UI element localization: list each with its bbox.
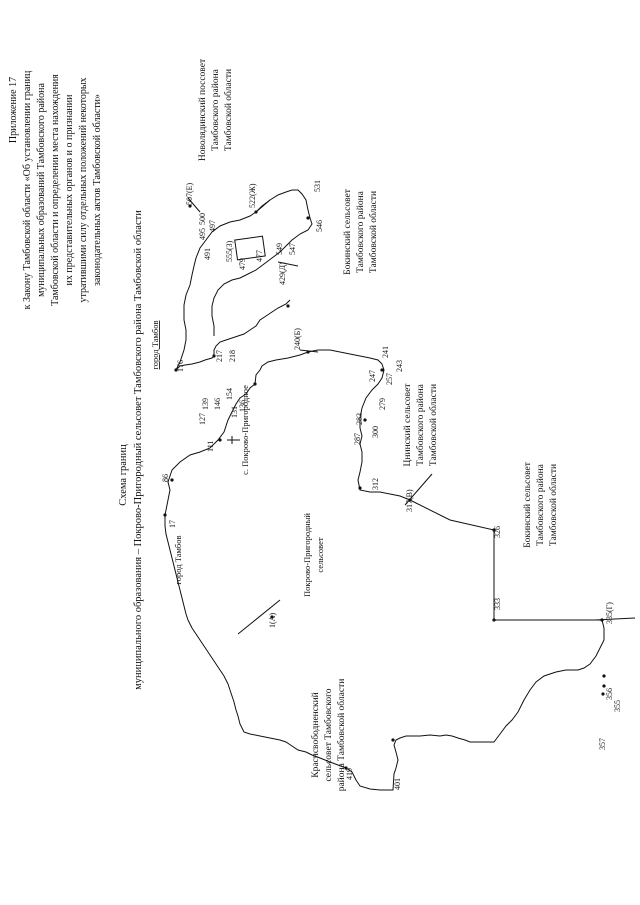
point-243: 243 [395,360,404,372]
point-317V: 317(В) [405,489,414,512]
point-240B: 240(Б) [293,328,302,350]
point-356: 356 [605,688,614,700]
point-176: 176 [176,360,185,372]
map-title: Схема границ муниципального образования … [118,210,144,690]
point-136: 136 [238,400,247,412]
header-line-1: Приложение 17 [8,77,19,143]
point-477: 477 [255,250,264,262]
point-131: 131 [230,406,239,418]
region-tsninsky: Цнинский сельсовет Тамбовского района Та… [402,383,439,467]
title-line-2: муниципального образования – Покрово-При… [133,210,144,690]
region-krasnosvobodnensky-line-2: сельсовет Тамбовского [323,688,334,781]
point-139: 139 [201,398,210,410]
point-500: 500 [198,213,207,225]
point-547: 547 [288,243,297,255]
point-355: 355 [613,700,622,712]
region-bokinsky-top-line-2: Тамбовского района [355,190,366,273]
region-novolyadinsky-line-2: Тамбовского района [210,68,221,151]
region-bokinsky-top: Бокинский сельсовет Тамбовского района Т… [342,188,379,275]
region-bokinsky-bottom: Бокинский сельсовет Тамбовского района Т… [522,461,559,548]
village-label: с. Покрово-Пригородное [240,385,250,475]
point-1A: 1(А) [268,613,277,628]
point-549: 549 [275,243,284,255]
point-247: 247 [368,370,377,382]
point-287: 287 [353,433,362,445]
title-line-1: Схема границ [118,444,129,506]
point-111: 111 [206,441,215,452]
point-127: 127 [198,413,207,425]
point-241: 241 [381,346,390,358]
point-555Z: 555(З) [225,240,234,262]
point-357: 357 [598,738,607,750]
region-bokinsky-top-line-3: Тамбовской области [368,191,379,273]
point-17: 17 [168,520,177,528]
header-block: Приложение 17 к Закону Тамбовской област… [8,70,103,309]
header-line-7: законодательных актов Тамбовской области… [92,94,103,286]
village-marker [227,436,240,444]
point-300: 300 [371,426,380,438]
point-217: 217 [215,350,224,362]
point-522Zh: 522(Ж) [248,183,257,208]
point-479: 479 [238,258,247,270]
point-279: 279 [378,398,387,410]
region-krasnosvobodnensky-line-1: Краснсвободненский [310,692,321,778]
boundary-upper-branch [175,299,291,371]
point-257: 257 [385,373,394,385]
boundary-north-loop [175,189,313,371]
region-krasnosvobodnensky: Краснсвободненский сельсовет Тамбовского… [310,679,347,792]
header-line-4: Тамбовской области и определении места н… [50,74,61,306]
point-507E: 507(Е) [185,182,194,205]
point-312: 312 [371,478,380,490]
header-line-2: к Закону Тамбовской области «Об установл… [22,70,33,309]
boundary-line [164,349,605,791]
point-491: 491 [203,248,212,260]
region-novolyadinsky: Новолядинский поссовет Тамбовского район… [197,58,234,161]
region-bokinsky-bottom-line-2: Тамбовского района [535,463,546,546]
tick-429D [277,261,299,267]
region-main-line-1: Покрово-Пригородный [302,513,312,597]
point-86: 86 [161,474,170,482]
region-krasnosvobodnensky-line-3: района Тамбовской области [336,679,347,792]
region-tsninsky-line-3: Тамбовской области [428,384,439,466]
point-497: 497 [208,220,217,232]
tick-522Zh [255,199,271,213]
region-main-line-2: сельсовет [315,537,325,573]
point-333: 333 [493,598,502,610]
point-429D: 429(Д) [278,262,287,285]
region-main: Покрово-Пригородный сельсовет [302,513,325,597]
region-bokinsky-top-line-1: Бокинский сельсовет [342,188,353,275]
tick-507E [187,197,201,213]
point-283: 283 [355,413,364,425]
point-495: 495 [198,228,207,240]
region-tsninsky-line-1: Цнинский сельсовет [402,383,413,467]
region-bokinsky-bottom-line-3: Тамбовской области [548,464,559,546]
region-tsninsky-line-2: Тамбовского района [415,383,426,466]
city-top-label: город Тамбов [150,321,160,370]
point-labels: 1(А) 17 86 111 127 131 136 139 146 154 1… [161,180,622,790]
point-335G: 335(Г) [605,602,614,624]
tick-1A [237,599,281,635]
point-419: 419 [345,768,354,780]
point-546: 546 [315,220,324,232]
point-326: 326 [493,526,502,538]
region-bokinsky-bottom-line-1: Бокинский сельсовет [522,461,533,548]
region-novolyadinsky-line-3: Тамбовской области [223,69,234,151]
point-218: 218 [228,350,237,362]
header-line-5: их представительных органов и о признани… [64,94,75,286]
point-dots [163,204,606,770]
header-line-3: муниципальных образований Тамбовского ра… [36,83,47,297]
point-401: 401 [393,778,402,790]
region-novolyadinsky-line-1: Новолядинский поссовет [197,58,208,161]
header-line-6: утратившими силу отдельных положений нек… [78,77,89,302]
point-154: 154 [225,388,234,400]
enclave-square [234,235,266,261]
point-531: 531 [313,180,322,192]
city-left-label: город Тамбов [173,536,183,585]
point-146: 146 [213,398,222,410]
